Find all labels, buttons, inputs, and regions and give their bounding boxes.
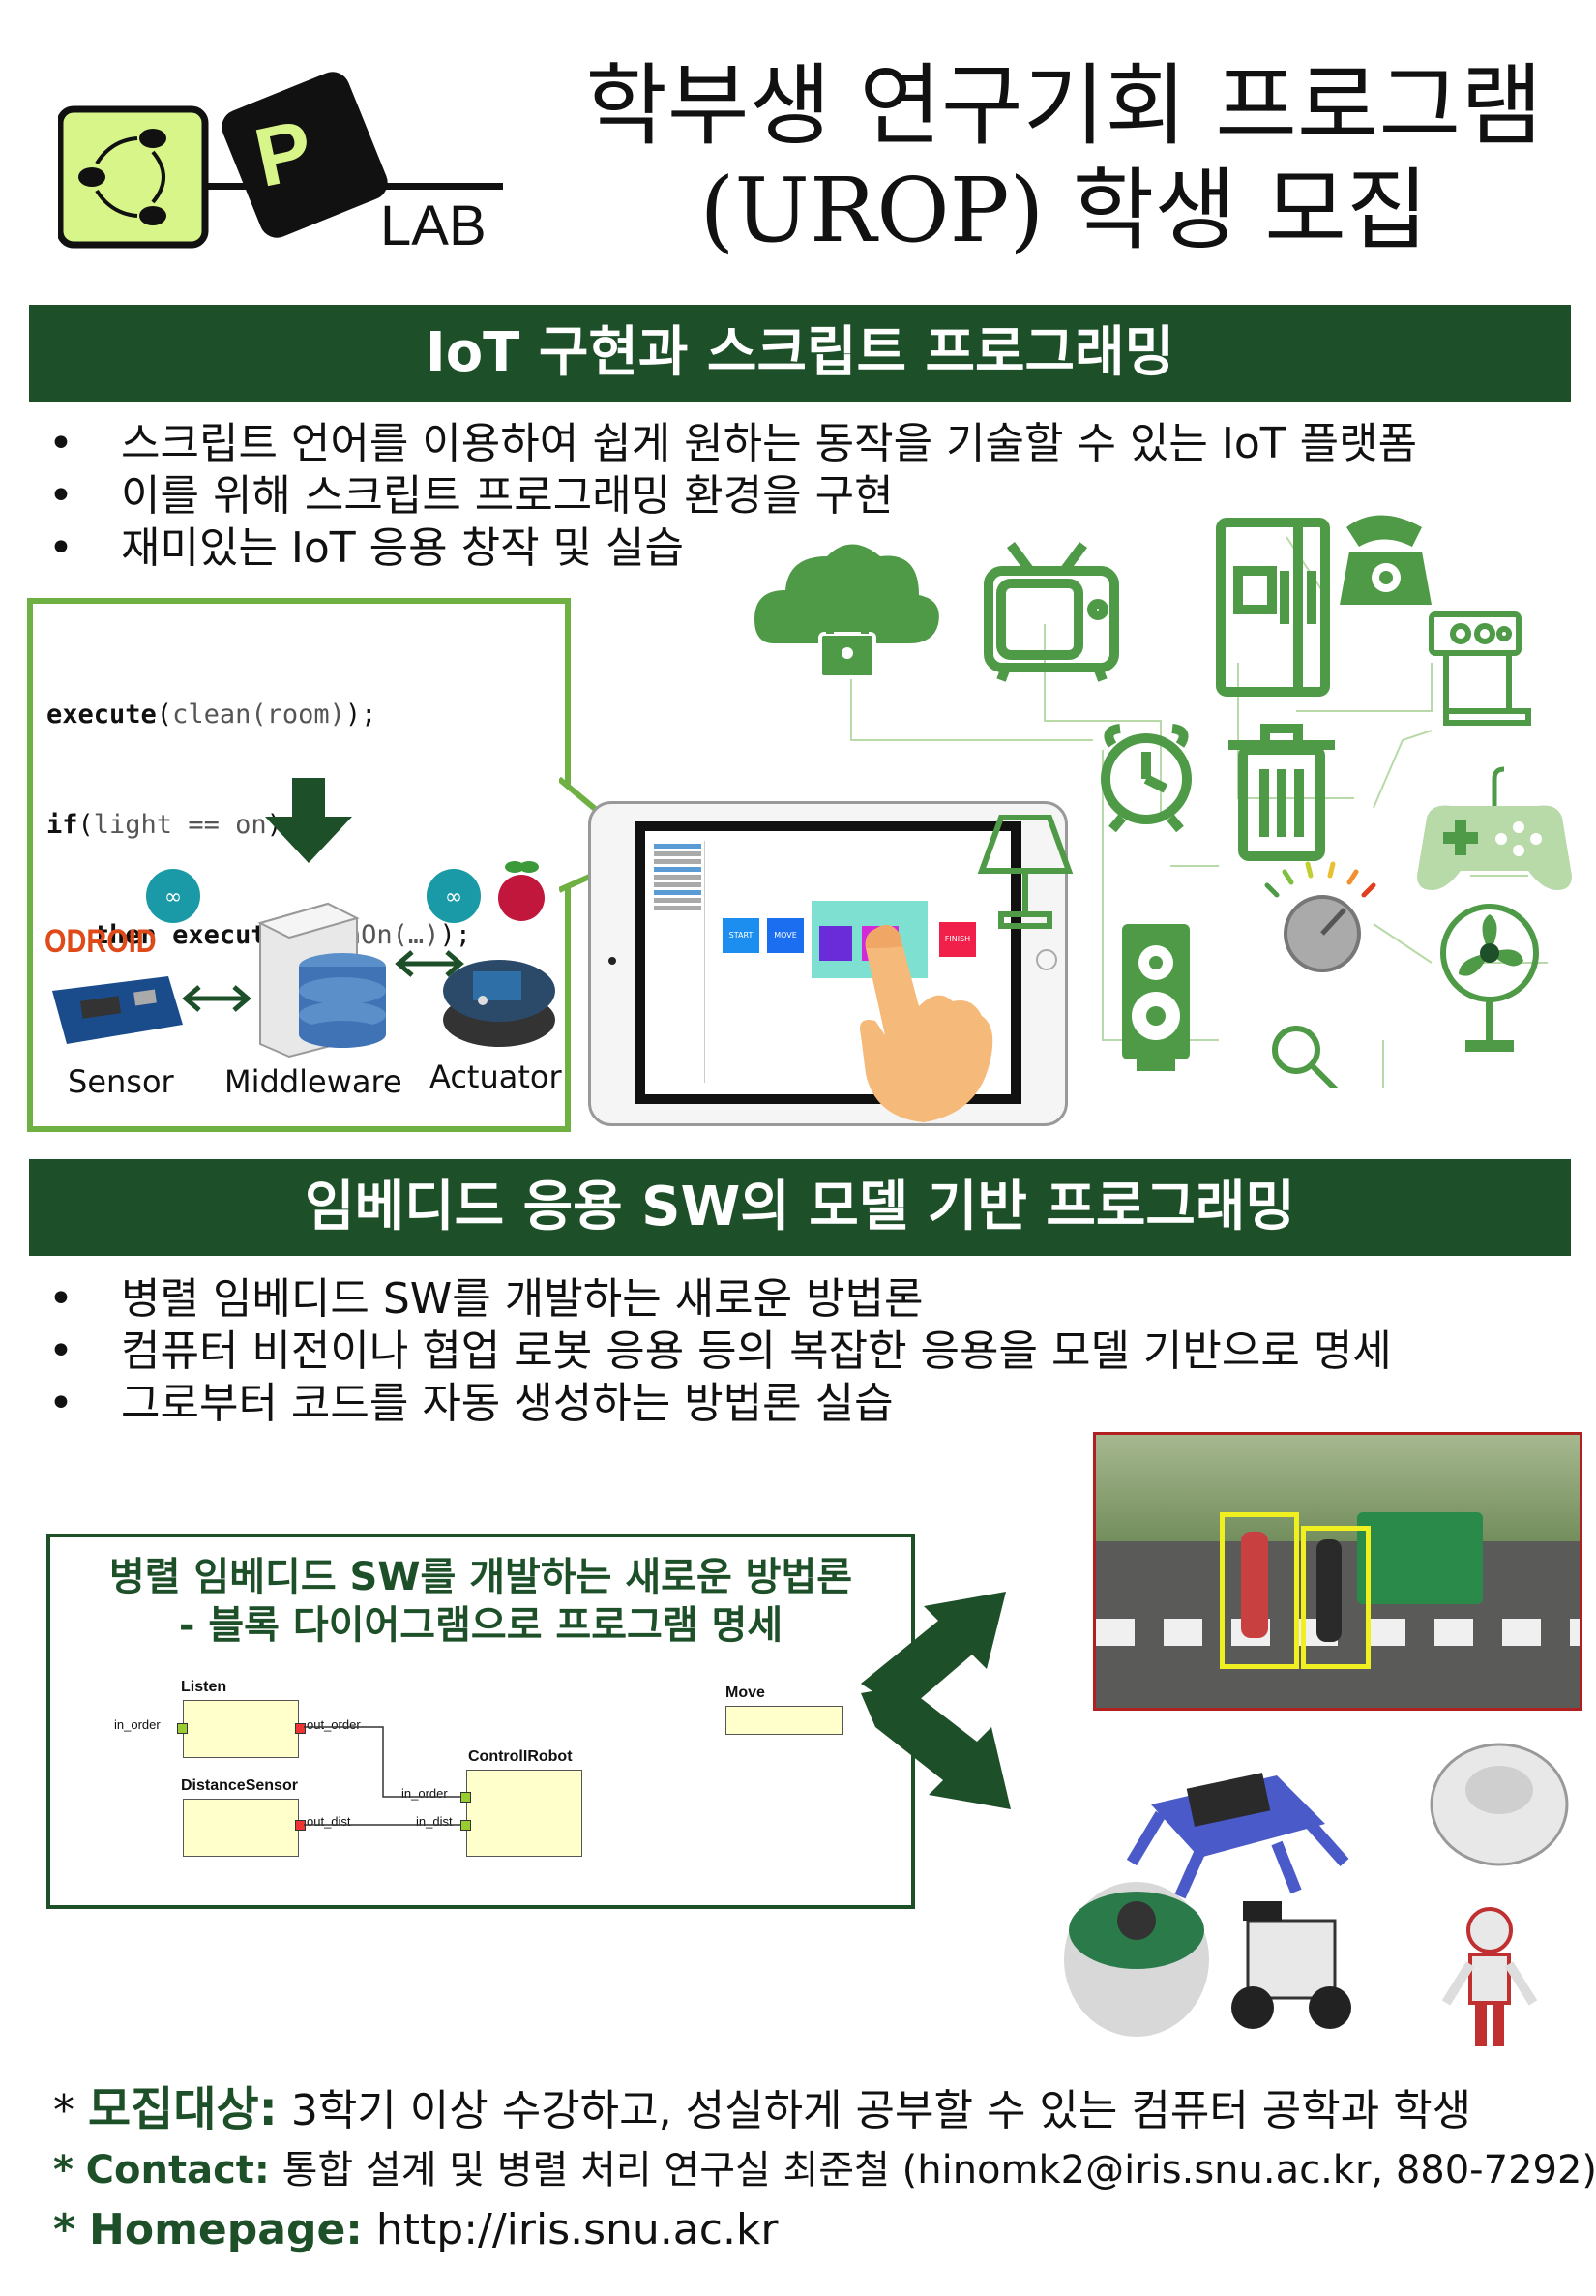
listen-out-order-label: out_order	[307, 1717, 361, 1732]
alarm-clock-icon	[1101, 724, 1192, 833]
listen-in-order-label: in_order	[114, 1717, 161, 1732]
section2-bullet: 그로부터 코드를 자동 생성하는 방법론 실습	[48, 1378, 1392, 1430]
svg-text:∞: ∞	[164, 885, 182, 909]
section1-banner: IoT 구현과 스크립트 프로그래밍	[29, 305, 1571, 402]
key-icon	[1272, 1026, 1362, 1121]
server-database-icon	[257, 902, 386, 1059]
finish-block[interactable]: FINISH	[939, 922, 976, 957]
editor-sidebar	[651, 841, 705, 1083]
listen-block-label: Listen	[181, 1679, 227, 1695]
inner-block[interactable]	[819, 926, 852, 961]
iot-device-icons	[754, 498, 1572, 1121]
sensor-board-icon	[52, 976, 183, 1044]
trash-bin-icon	[1228, 724, 1335, 861]
block-diagram-box: 병렬 임베디드 SW를 개발하는 새로운 방법론 - 블록 다이어그램으로 프로…	[46, 1534, 915, 1909]
listen-block[interactable]	[183, 1700, 299, 1758]
svg-text:∞: ∞	[445, 885, 462, 909]
coffee-machine-icon	[1429, 611, 1531, 726]
section1-bullets: 스크립트 언어를 이용하여 쉽게 원하는 동작을 기술할 수 있는 IoT 플랫…	[48, 418, 1417, 575]
arduino-icon: ∞	[146, 869, 200, 923]
gamepad-icon	[1417, 766, 1572, 890]
move-block[interactable]: MOVE	[767, 918, 804, 953]
sensor-label: Sensor	[68, 1063, 174, 1100]
bidirectional-arrow-icon	[395, 950, 464, 977]
footer-recruit-target: * 모집대상: 3학기 이상 수강하고, 성실하게 공부할 수 있는 컴퓨터 공…	[53, 2082, 1472, 2136]
bidirectional-arrow-icon	[182, 985, 251, 1012]
detection-box	[1301, 1526, 1371, 1669]
detection-box	[1220, 1512, 1299, 1669]
section2-bullet: 병렬 임베디드 SW를 개발하는 새로운 방법론	[48, 1273, 1392, 1326]
section1-bullet: 재미있는 IoT 응용 창작 및 실습	[48, 522, 1417, 575]
move-block[interactable]	[725, 1706, 843, 1735]
section2-bullets: 병렬 임베디드 SW를 개발하는 새로운 방법론 컴퓨터 비전이나 협업 로봇 …	[48, 1273, 1392, 1430]
control-robot-block[interactable]	[466, 1770, 582, 1857]
transform-arrows-icon	[861, 1592, 1011, 1809]
box-title-line1: 병렬 임베디드 SW를 개발하는 새로운 방법론	[108, 1555, 853, 1599]
section2-bullet: 컴퓨터 비전이나 협업 로봇 응용 등의 복잡한 응용을 모델 기반으로 명세	[48, 1326, 1392, 1378]
device-network	[754, 515, 1572, 1121]
middleware-label: Middleware	[224, 1063, 402, 1100]
lab-logo: P LAB	[56, 63, 513, 257]
humanoid-robot-icon	[1441, 1907, 1538, 2046]
section1-bullet: 이를 위해 스크립트 프로그래밍 환경을 구현	[48, 470, 1417, 522]
fan-icon	[1440, 904, 1539, 1052]
start-block[interactable]: START	[723, 918, 759, 953]
arduino-icon: ∞	[427, 869, 481, 923]
hexapod-robot-icon	[1126, 1773, 1349, 1899]
dial-knob-icon	[1264, 861, 1376, 972]
epuck-robot-icon	[1064, 1882, 1209, 2037]
tablet-home-button	[1036, 949, 1057, 970]
distance-sensor-block-label: DistanceSensor	[181, 1777, 298, 1794]
tv-icon	[984, 542, 1119, 682]
logo-lab-text: LAB	[380, 194, 487, 257]
page-title-line2: (UROP) 학생 모집	[699, 159, 1429, 262]
odroid-label: ODROID	[44, 923, 157, 960]
raspberry-pi-icon	[498, 861, 545, 921]
port[interactable]	[460, 1820, 471, 1831]
diagram-connections	[304, 1726, 460, 1826]
speaker-icon	[1122, 924, 1190, 1071]
actuator-robot-icon	[443, 960, 555, 1047]
section1-bullet: 스크립트 언어를 이용하여 쉽게 원하는 동작을 기술할 수 있는 IoT 플랫…	[48, 418, 1417, 470]
footer-homepage[interactable]: * Homepage: http://iris.snu.ac.kr	[53, 2205, 779, 2254]
footer-contact: * Contact: 통합 설계 및 병렬 처리 연구실 최준철 (hinomk…	[53, 2148, 1596, 2192]
logo-graphic	[56, 72, 503, 249]
port[interactable]	[460, 1792, 471, 1803]
refrigerator-icon	[1216, 518, 1330, 697]
iot-architecture-box: execute(clean(room)); if(light == on) th…	[27, 598, 571, 1132]
distance-sensor-block[interactable]	[183, 1799, 299, 1857]
touching-hand-icon	[860, 925, 993, 1122]
section2-banner: 임베디드 응용 SW의 모델 기반 프로그래밍	[29, 1159, 1571, 1256]
page-title-line1: 학부생 연구기회 프로그램	[585, 54, 1543, 158]
actuator-label: Actuator	[429, 1059, 562, 1095]
roomba-robot-icon	[1430, 1743, 1569, 1866]
box-title-line2: - 블록 다이어그램으로 프로그램 명세	[178, 1603, 783, 1648]
down-arrow-icon	[265, 778, 352, 863]
robots-image	[1064, 1743, 1569, 2046]
port[interactable]	[177, 1723, 188, 1734]
telephone-icon	[1340, 515, 1432, 605]
port[interactable]	[295, 1723, 306, 1734]
control-robot-block-label: ControlIRobot	[468, 1748, 573, 1765]
pedestrian-detection-photo	[1093, 1432, 1582, 1711]
lamp-icon	[977, 815, 1074, 929]
tablet-camera	[608, 957, 616, 965]
move-block-label: Move	[725, 1685, 765, 1701]
lego-robot-icon	[1231, 1901, 1351, 2029]
cloud-lock-icon	[754, 544, 939, 679]
